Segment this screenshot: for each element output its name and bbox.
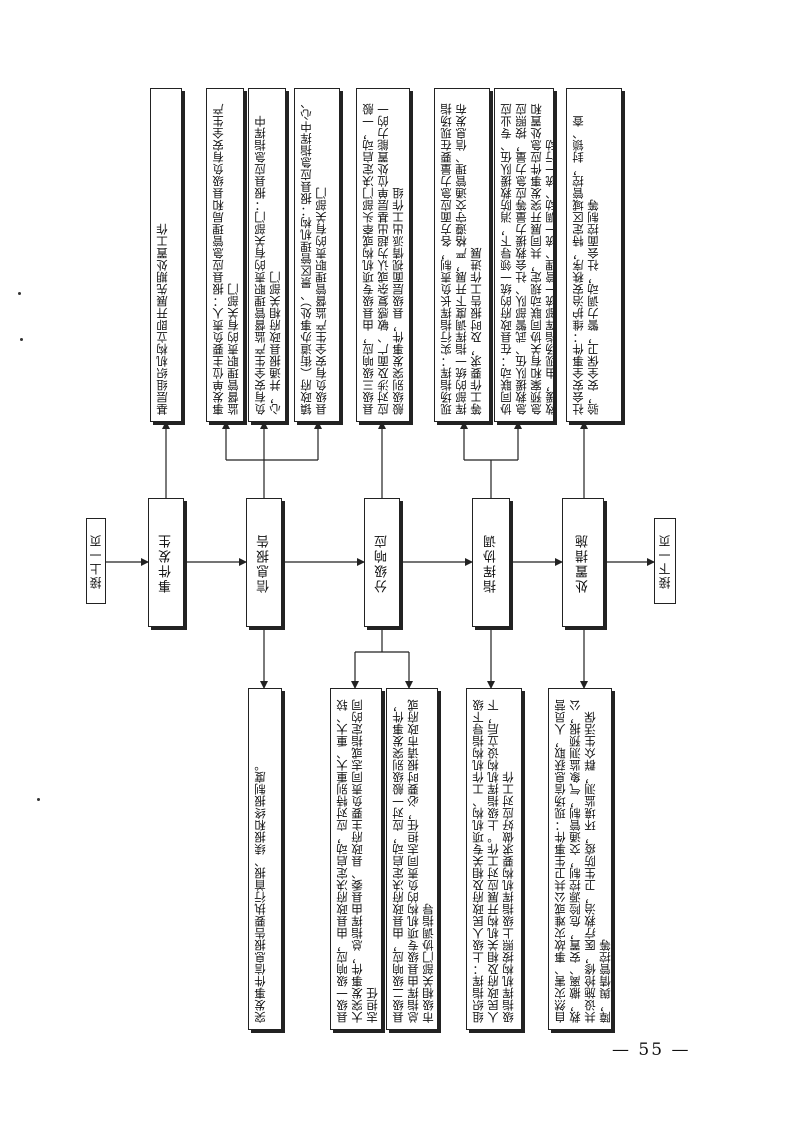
box-report-system: 突发事件信息报告要执行首报、续报和终报制度。 (248, 688, 282, 1030)
box-disaster-measures: 自然灾害、事故灾难或公共卫生事件：现场信息获取，人员营救，撤离、安置，危险源控制… (548, 688, 612, 1030)
level3-response-text: 县级三级响应，由县级专项机构或牵头部门决定启动，一般应对涉及面广、敏感复杂或认为… (361, 103, 405, 415)
box-joint-linkage: 协同联动：在县政府的统一领导下，消防救援队伍、专业应急救援队伍、武警部队、社会救… (494, 88, 554, 422)
scan-speck (37, 798, 40, 801)
report-township-text: 镇政府（街道办事处）、景区管理机构：报县应急指挥中心、县级负有安全生产监督管理职… (299, 96, 328, 415)
step-response-label: 分级响应 (374, 532, 390, 593)
step-report-label: 信息报告 (256, 532, 272, 593)
box-report-enterprise: 事发单位主要负责人：报县应急管理局和县级负有安全生产监督管理职责的有关部门 (206, 88, 244, 422)
box-organize-command: 组织指挥：上级人民政府及相关专项机构、工作机构指导下级人民政府及相关机构开展应对… (466, 688, 522, 1030)
next-page-label: 接下一页 (657, 533, 672, 589)
box-social-security: 社会安全事件：维护治安秩序，特定区域管控，封锁、查验，安全保卫，警力调动，社会面… (566, 88, 622, 422)
report-system-text: 突发事件信息报告要执行首报、续报和终报制度。 (253, 759, 267, 1023)
next-page-box: 接下一页 (654, 518, 676, 604)
box-level2-response: 县级二级响应，由县政府决定启动，应对一般级别突发事件，总指挥由县级专项机构的负责… (386, 688, 438, 1030)
step-graded-response: 分级响应 (364, 498, 400, 627)
social-security-text: 社会安全事件：维护治安秩序，特定区域管控，封锁、查验，安全保卫，警力调动，社会面… (571, 115, 600, 415)
step-event-label: 事件发生 (158, 532, 174, 593)
step-command-label: 指挥协调 (483, 532, 499, 593)
joint-linkage-text: 协同联动：在县政府的统一领导下，消防救援队伍、专业应急救援队伍、武警部队、社会救… (499, 103, 553, 415)
step-disposal-measures: 处置措施 (562, 498, 604, 627)
grassroots-text: 基层组织机构立即开展先期处置工作 (155, 223, 169, 415)
page-number: — 55 — (612, 1040, 691, 1060)
organize-command-text: 组织指挥：上级人民政府及相关专项机构、工作机构指导下级人民政府及相关机构开展应对… (471, 699, 515, 1023)
scan-speck (20, 338, 23, 341)
level1-response-text: 县级一级响应，由县政府决定启动，应对特别重大、重大、较大突发事件，总指挥由县委、… (335, 699, 379, 1023)
box-site-command: 现场指挥：实行指挥长负责制，各方面应急力量要在现场指挥部的统一指挥调度下开展，严… (434, 88, 490, 422)
step-measures-label: 处置措施 (575, 532, 591, 593)
site-command-text: 现场指挥：实行指挥长负责制，各方面应急力量要在现场指挥部的统一指挥调度下开展，严… (439, 103, 483, 415)
level2-response-text: 县级二级响应，由县政府决定启动，应对一般级别突发事件，总指挥由县级专项机构的负责… (391, 699, 435, 1023)
step-info-report: 信息报告 (246, 498, 282, 627)
box-report-departments: 负有安全生产监督管理职责的有关部门：报县应急指挥中心，并通报县政府相关部门 (248, 88, 286, 422)
prev-page-box: 接上一页 (86, 518, 106, 604)
disaster-measures-text: 自然灾害、事故灾难或公共卫生事件：现场信息获取，人员营救，撤离、安置，危险源控制… (553, 699, 611, 1023)
prev-page-label: 接上一页 (88, 533, 103, 589)
box-report-township: 镇政府（街道办事处）、景区管理机构：报县应急指挥中心、县级负有安全生产监督管理职… (294, 88, 340, 422)
scan-speck (18, 292, 21, 295)
report-departments-text: 负有安全生产监督管理职责的有关部门：报县应急指挥中心，并通报县政府相关部门 (253, 115, 282, 415)
step-command-coordination: 指挥协调 (472, 498, 510, 627)
box-level3-response: 县级三级响应，由县级专项机构或牵头部门决定启动，一般应对涉及面广、敏感复杂或认为… (356, 88, 410, 422)
report-enterprise-text: 事发单位主要负责人：报县应急管理局和县级负有安全生产监督管理职责的有关部门 (211, 103, 240, 415)
box-grassroots-first-response: 基层组织机构立即开展先期处置工作 (150, 88, 182, 422)
step-event-occurs: 事件发生 (148, 498, 184, 627)
box-level1-response: 县级一级响应，由县政府决定启动，应对特别重大、重大、较大突发事件，总指挥由县委、… (330, 688, 382, 1030)
